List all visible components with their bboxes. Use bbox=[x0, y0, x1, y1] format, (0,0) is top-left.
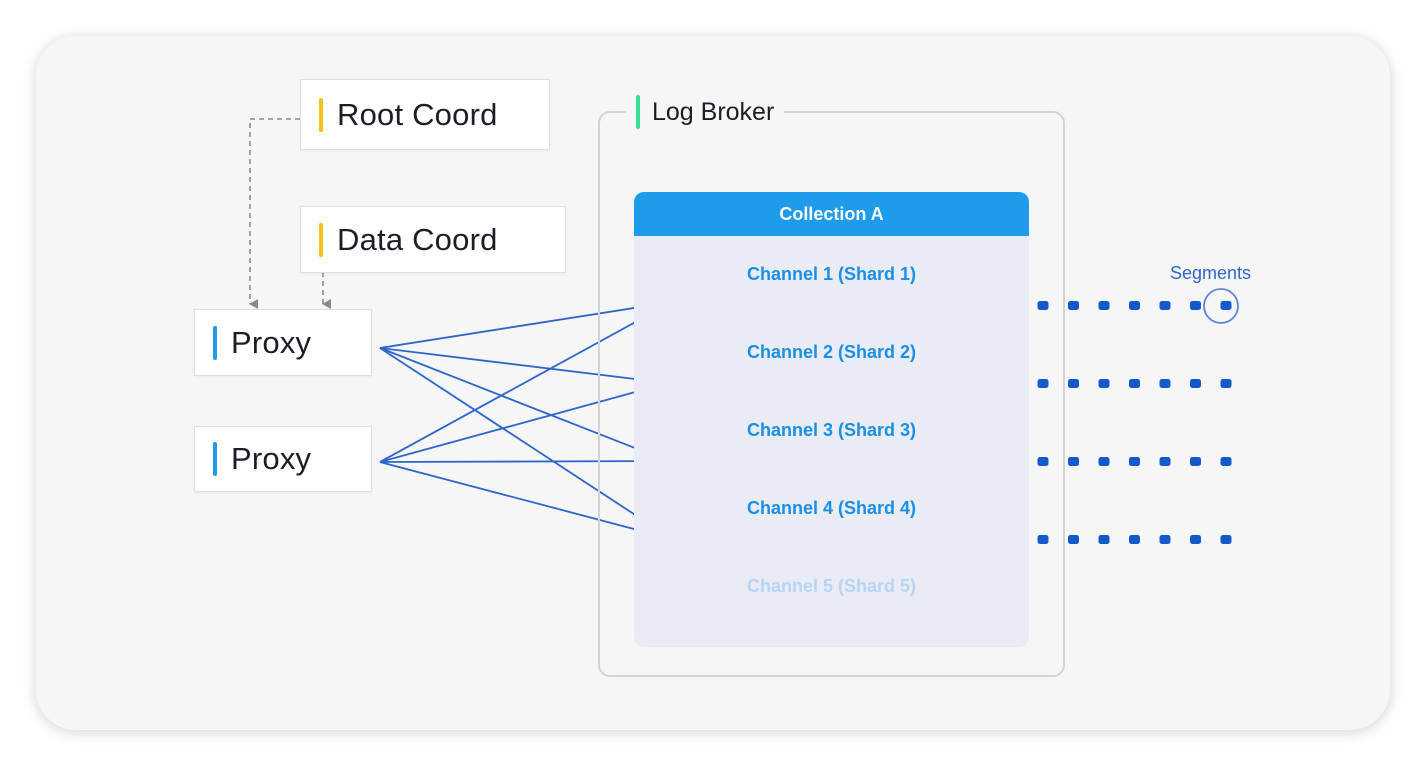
channel-4-label: Channel 4 (Shard 4) bbox=[746, 498, 917, 518]
collection-panel: Collection A Channel 1 (Shard 1) Channel… bbox=[634, 192, 1029, 647]
log-broker-accent bbox=[636, 95, 640, 129]
proxy-node-1: Proxy bbox=[194, 309, 372, 376]
log-broker-title: Log Broker bbox=[626, 92, 785, 132]
data-coord-node: Data Coord bbox=[300, 206, 566, 273]
channel-2-label: Channel 2 (Shard 2) bbox=[746, 342, 917, 362]
root-coord-node: Root Coord bbox=[300, 79, 550, 150]
log-broker-label: Log Broker bbox=[652, 97, 775, 126]
collection-header: Collection A bbox=[634, 192, 1029, 236]
proxy-node-2: Proxy bbox=[194, 426, 372, 492]
root-coord-accent bbox=[319, 97, 323, 132]
proxy-1-label: Proxy bbox=[231, 324, 312, 360]
proxy-2-label: Proxy bbox=[231, 441, 312, 476]
proxy-2-accent bbox=[213, 442, 217, 476]
segments-label: Segments bbox=[1170, 263, 1252, 283]
root-coord-label: Root Coord bbox=[337, 96, 498, 132]
data-coord-accent bbox=[319, 222, 323, 257]
channel-5-label: Channel 5 (Shard 5) bbox=[746, 576, 917, 596]
channel-1-label: Channel 1 (Shard 1) bbox=[746, 264, 917, 284]
log-broker-frame bbox=[598, 111, 1065, 677]
proxy-1-accent bbox=[213, 325, 217, 360]
data-coord-label: Data Coord bbox=[337, 221, 498, 257]
channel-3-label: Channel 3 (Shard 3) bbox=[746, 420, 917, 440]
